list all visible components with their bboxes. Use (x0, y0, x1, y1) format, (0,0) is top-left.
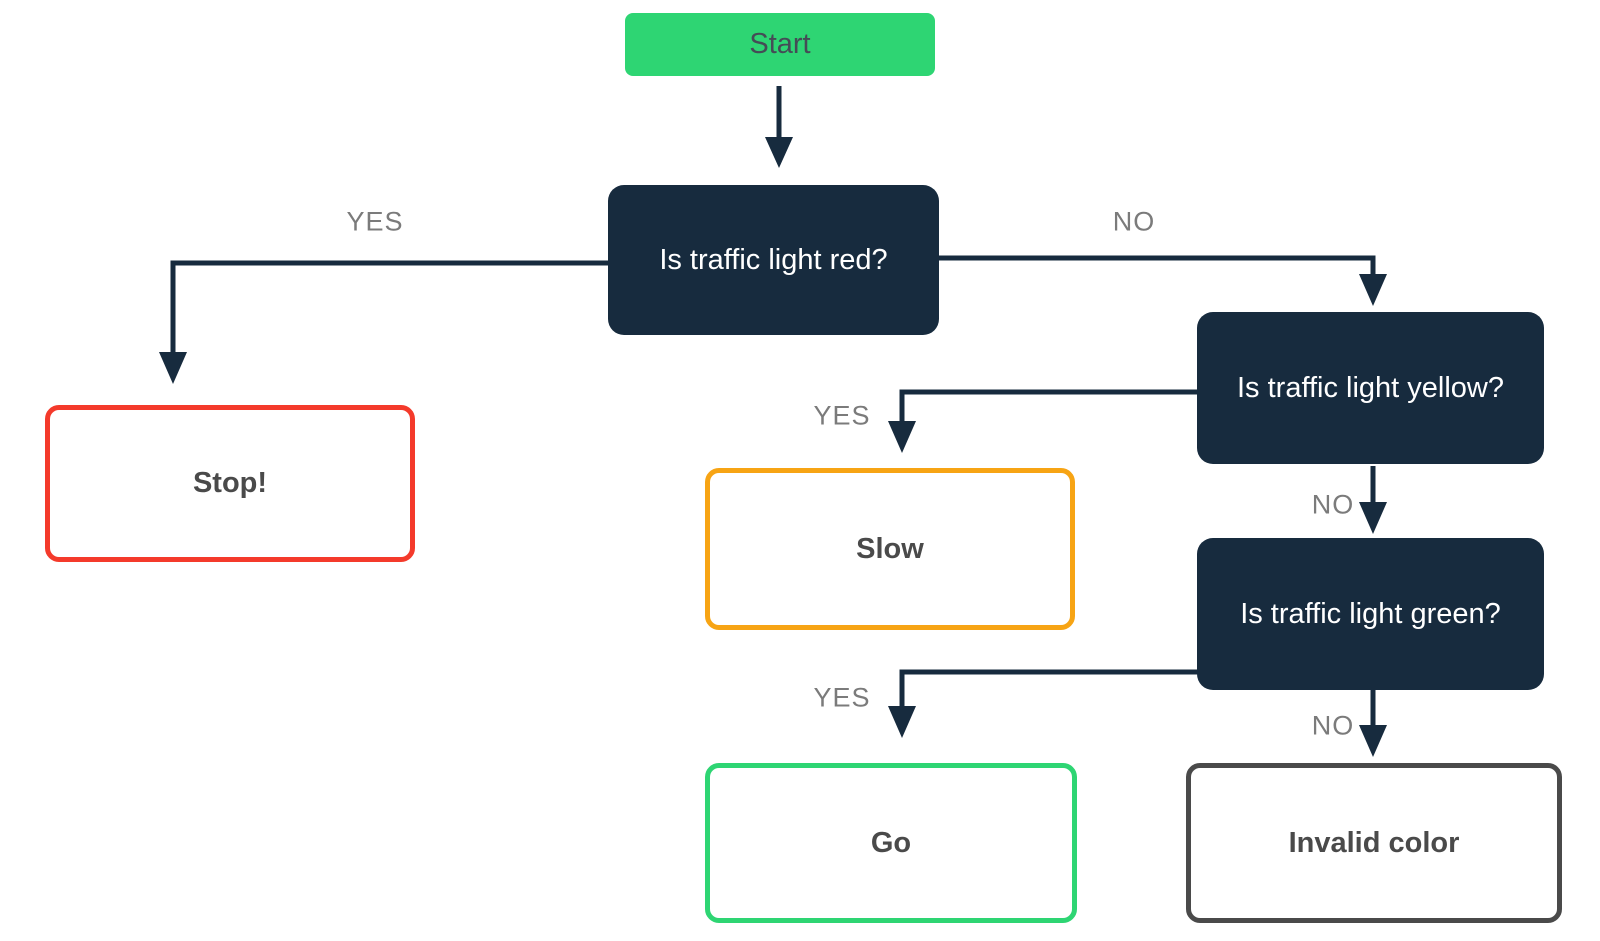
node-question-yellow-label: Is traffic light yellow? (1236, 371, 1505, 404)
node-question-green-label: Is traffic light green? (1240, 597, 1501, 630)
edge-label-red-yes: YES (346, 206, 404, 237)
node-stop-label: Stop! (192, 467, 268, 499)
edge-q-yellow-to-q-green (1359, 466, 1387, 534)
node-invalid-color-label: Invalid color (1288, 826, 1460, 859)
node-slow-label: Slow (856, 532, 924, 565)
node-go: Go (705, 763, 1077, 923)
edge-label-green-no: NO (1311, 710, 1355, 741)
node-question-red: Is traffic light red? (608, 185, 939, 335)
node-go-label: Go (870, 826, 912, 859)
node-start: Start (625, 13, 935, 76)
node-question-yellow: Is traffic light yellow? (1197, 312, 1544, 464)
node-stop: Stop! (45, 405, 415, 562)
node-question-red-label: Is traffic light red? (659, 243, 888, 276)
edge-label-green-yes: YES (813, 682, 871, 713)
edge-label-yellow-no: NO (1311, 489, 1355, 520)
edge-q-green-to-invalid (1359, 690, 1387, 757)
node-invalid-color: Invalid color (1186, 763, 1562, 923)
node-slow: Slow (705, 468, 1075, 630)
edge-q-green-to-go (888, 669, 1197, 738)
edge-start-to-q-red (765, 86, 793, 168)
edge-label-yellow-yes: YES (813, 400, 871, 431)
edge-q-red-to-stop (159, 260, 609, 384)
edge-q-red-to-q-yellow (938, 255, 1387, 306)
edge-q-yellow-to-slow (888, 389, 1197, 453)
node-question-green: Is traffic light green? (1197, 538, 1544, 690)
edge-label-red-no: NO (1112, 206, 1156, 237)
node-start-label: Start (749, 28, 811, 60)
